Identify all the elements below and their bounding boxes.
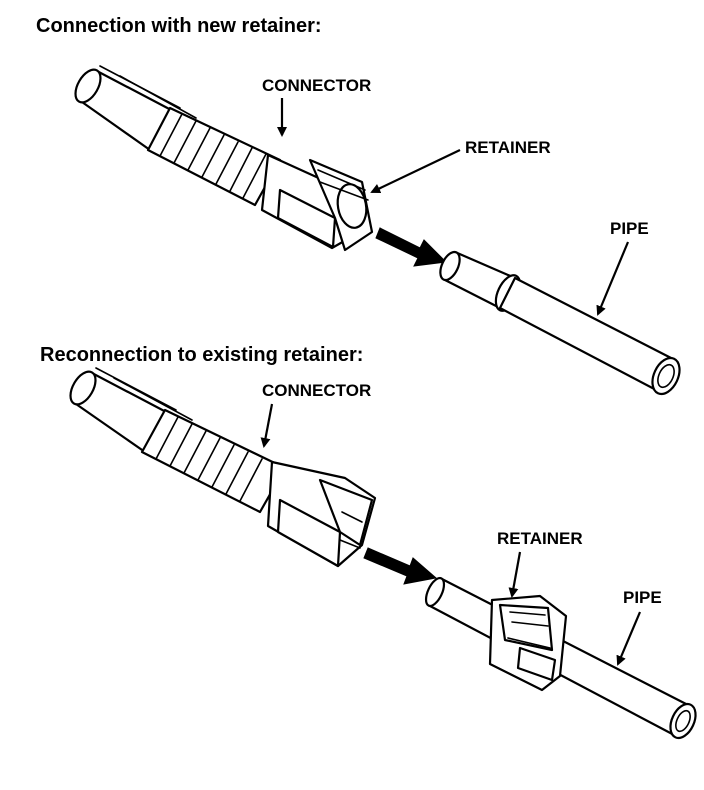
pipe-label-top: PIPE: [610, 219, 649, 238]
retainer-bottom: [488, 594, 568, 692]
connector-pointer-bottom: [260, 403, 274, 448]
panel-bottom-heading: Reconnection to existing retainer:: [40, 344, 363, 366]
push-arrow-bottom: [363, 547, 438, 585]
pipe-pointer-top: [596, 241, 630, 316]
pipe-label-bottom: PIPE: [623, 588, 662, 607]
pipe-top: [439, 250, 681, 396]
retainer-pointer-bottom: [508, 551, 522, 598]
pipe-pointer-bottom: [616, 611, 642, 666]
push-arrow-top: [375, 227, 448, 267]
panel-top-heading: Connection with new retainer:: [36, 15, 322, 37]
panel-new-retainer: Connection with new retainer:: [36, 15, 681, 396]
retainer-label-bottom: RETAINER: [497, 529, 583, 548]
connector-label-top: CONNECTOR: [262, 76, 371, 95]
retainer-label-top: RETAINER: [465, 138, 551, 157]
retainer-pointer-top: [370, 149, 461, 194]
connector-label-bottom: CONNECTOR: [262, 381, 371, 400]
panel-existing-retainer: Reconnection to existing retainer: CONNE…: [40, 344, 697, 740]
connector-top: [74, 65, 374, 252]
connector-bottom: [69, 367, 377, 568]
